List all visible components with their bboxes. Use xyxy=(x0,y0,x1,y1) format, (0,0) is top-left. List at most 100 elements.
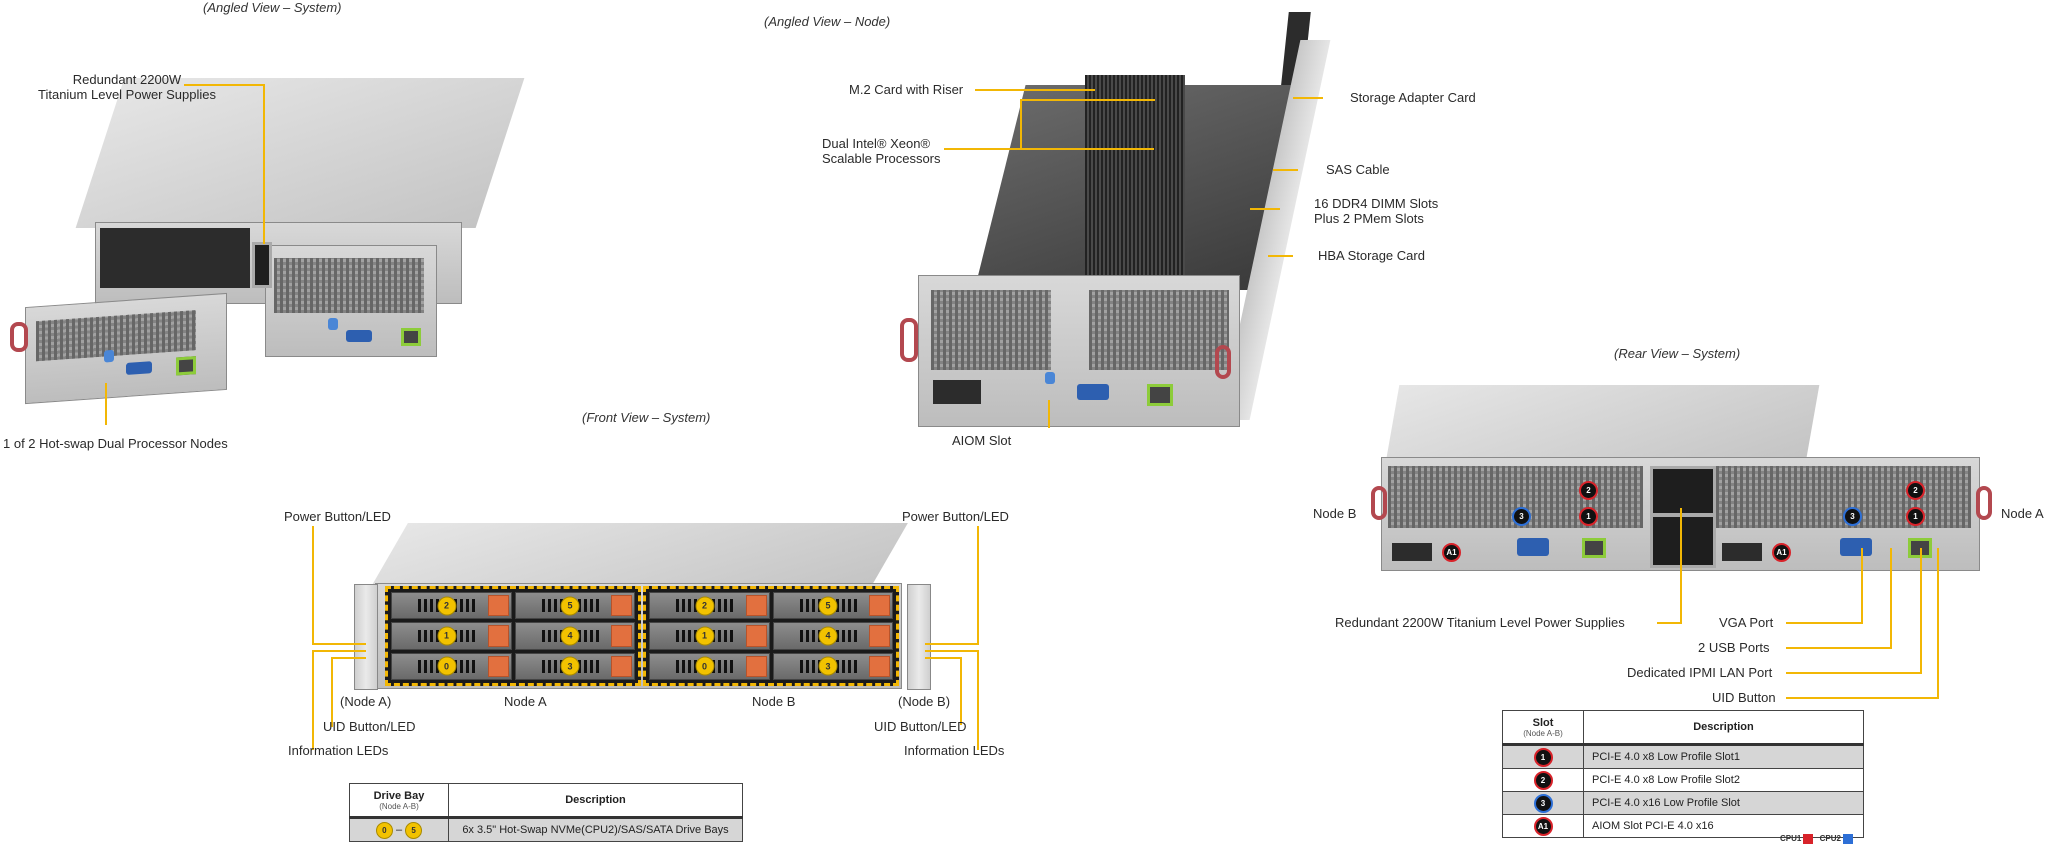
callout-line xyxy=(1680,508,1682,623)
label-hba-card: HBA Storage Card xyxy=(1318,248,1425,263)
drive-bay[interactable]: 3 xyxy=(514,652,635,680)
label-ipmi-lan: Dedicated IPMI LAN Port xyxy=(1627,665,1773,680)
callout-line xyxy=(1890,548,1892,648)
cpu-heatsinks xyxy=(1085,75,1185,275)
table-row: 2 PCI-E 4.0 x8 Low Profile Slot2 xyxy=(1502,768,1864,792)
slot2-badge-icon: 2 xyxy=(1906,480,1925,500)
drive-bay[interactable]: 4 xyxy=(514,622,635,650)
label-psu-redundant: Redundant 2200W Titanium Level Power Sup… xyxy=(38,72,216,102)
drive-bay[interactable]: 5 xyxy=(514,592,635,620)
control-panel-node-b xyxy=(907,584,931,690)
drive-badge-icon: 5 xyxy=(405,821,423,839)
label-info-leds-right: Information LEDs xyxy=(904,743,1005,758)
callout-line xyxy=(1020,99,1155,101)
drive-bay[interactable]: 2 xyxy=(391,592,512,620)
label-hot-swap-nodes: 1 of 2 Hot-swap Dual Processor Nodes xyxy=(3,436,228,451)
callout-line xyxy=(331,657,333,727)
aiom-badge-icon: A1 xyxy=(1772,542,1791,562)
table-row: 3 PCI-E 4.0 x16 Low Profile Slot xyxy=(1502,791,1864,815)
slot2-badge-icon: 2 xyxy=(1533,770,1553,790)
drive-bay[interactable]: 1 xyxy=(649,622,770,650)
slot3-badge-icon: 3 xyxy=(1512,506,1531,526)
cpu2-swatch xyxy=(1842,834,1853,844)
callout-line xyxy=(960,657,962,725)
slot3-badge-icon: 3 xyxy=(1843,506,1862,526)
label-node-a-paren: (Node A) xyxy=(340,694,392,709)
drive-bays-node-a: 2 5 1 4 0 3 xyxy=(385,586,641,686)
node-handle xyxy=(1215,345,1231,379)
psu-module xyxy=(252,242,272,288)
drive-bay[interactable]: 1 xyxy=(391,622,512,650)
table-row: 1 PCI-E 4.0 x8 Low Profile Slot1 xyxy=(1502,744,1864,769)
callout-line xyxy=(105,383,107,425)
callout-line xyxy=(1020,99,1022,149)
callout-line xyxy=(1048,400,1050,428)
callout-line xyxy=(1786,672,1922,674)
node-handle xyxy=(10,322,28,352)
caption-angled-system: (Angled View – System) xyxy=(203,0,342,15)
callout-line xyxy=(1920,548,1922,673)
label-rear-node-b: Node B xyxy=(1313,506,1357,521)
cpu1-swatch xyxy=(1803,834,1814,844)
callout-line xyxy=(331,657,366,659)
callout-line xyxy=(263,84,265,244)
drive-bay[interactable]: 0 xyxy=(391,652,512,680)
callout-line xyxy=(1786,647,1892,649)
control-panel-node-a xyxy=(354,584,378,690)
callout-line xyxy=(1786,697,1939,699)
drive-bay[interactable]: 4 xyxy=(772,622,893,650)
cpu-legend: CPU1 CPU2 xyxy=(1780,834,1857,844)
label-power-button-left: Power Button/LED xyxy=(284,509,391,524)
callout-line xyxy=(1293,97,1323,99)
drive-bay[interactable]: 2 xyxy=(649,592,770,620)
label-rear-node-a: Node A xyxy=(2001,506,2044,521)
slot3-badge-icon: 3 xyxy=(1533,793,1553,813)
label-dimm-slots: 16 DDR4 DIMM Slots Plus 2 PMem Slots xyxy=(1314,196,1439,226)
drive-bay[interactable]: 5 xyxy=(772,592,893,620)
node-a-pulled-out xyxy=(25,292,227,405)
label-power-button-right: Power Button/LED xyxy=(902,509,1009,524)
slot1-badge-icon: 1 xyxy=(1579,506,1598,526)
slot-description: PCI-E 4.0 x8 Low Profile Slot2 xyxy=(1583,768,1864,792)
label-storage-adapter: Storage Adapter Card xyxy=(1350,90,1476,105)
node-rear-panel xyxy=(918,275,1240,427)
callout-line xyxy=(977,526,979,644)
aiom-badge-icon: A1 xyxy=(1442,542,1461,562)
slot-table: Slot(Node A-B) Description 1 PCI-E 4.0 x… xyxy=(1502,710,1864,838)
label-sas-cable: SAS Cable xyxy=(1326,162,1390,177)
table-row: A1 AIOM Slot PCI-E 4.0 x16 xyxy=(1502,814,1864,838)
label-aiom-slot: AIOM Slot xyxy=(952,433,1012,448)
slot1-badge-icon: 1 xyxy=(1533,747,1553,767)
table-row: 0 – 5 6x 3.5" Hot-Swap NVMe(CPU2)/SAS/SA… xyxy=(349,817,743,842)
label-rear-psu: Redundant 2200W Titanium Level Power Sup… xyxy=(1335,615,1625,630)
callout-line xyxy=(1937,548,1939,698)
callout-line xyxy=(312,643,366,645)
callout-line xyxy=(1273,169,1298,171)
slot-description: PCI-E 4.0 x8 Low Profile Slot1 xyxy=(1583,744,1864,769)
label-m2-card: M.2 Card with Riser xyxy=(849,82,964,97)
callout-line xyxy=(925,643,979,645)
callout-line xyxy=(1786,622,1863,624)
drive-bay[interactable]: 3 xyxy=(772,652,893,680)
node-b-installed xyxy=(265,245,437,357)
node-bay-open xyxy=(100,228,250,288)
label-node-b: Node B xyxy=(752,694,796,709)
label-usb-ports: 2 USB Ports xyxy=(1698,640,1770,655)
callout-line xyxy=(944,148,1154,150)
callout-line xyxy=(312,650,314,750)
callout-line xyxy=(975,89,1095,91)
callout-line xyxy=(925,650,979,652)
slot-table-header-desc: Description xyxy=(1583,710,1864,745)
slot-description: AIOM Slot PCI-E 4.0 x16 xyxy=(1583,814,1864,838)
drive-bay[interactable]: 0 xyxy=(649,652,770,680)
node-handle xyxy=(900,318,918,362)
slot1-badge-icon: 1 xyxy=(1906,506,1925,526)
slot-description: PCI-E 4.0 x16 Low Profile Slot xyxy=(1583,791,1864,815)
callout-line xyxy=(977,650,979,750)
drive-bay-description: 6x 3.5" Hot-Swap NVMe(CPU2)/SAS/SATA Dri… xyxy=(448,817,743,842)
label-node-b-paren: (Node B) xyxy=(898,694,951,709)
drive-bay-table: Drive Bay(Node A-B) Description 0 – 5 6x… xyxy=(349,783,743,842)
callout-line xyxy=(312,526,314,644)
slot-table-header-slot: Slot(Node A-B) xyxy=(1502,710,1584,745)
drive-bays-node-b: 2 5 1 4 0 3 xyxy=(643,586,899,686)
